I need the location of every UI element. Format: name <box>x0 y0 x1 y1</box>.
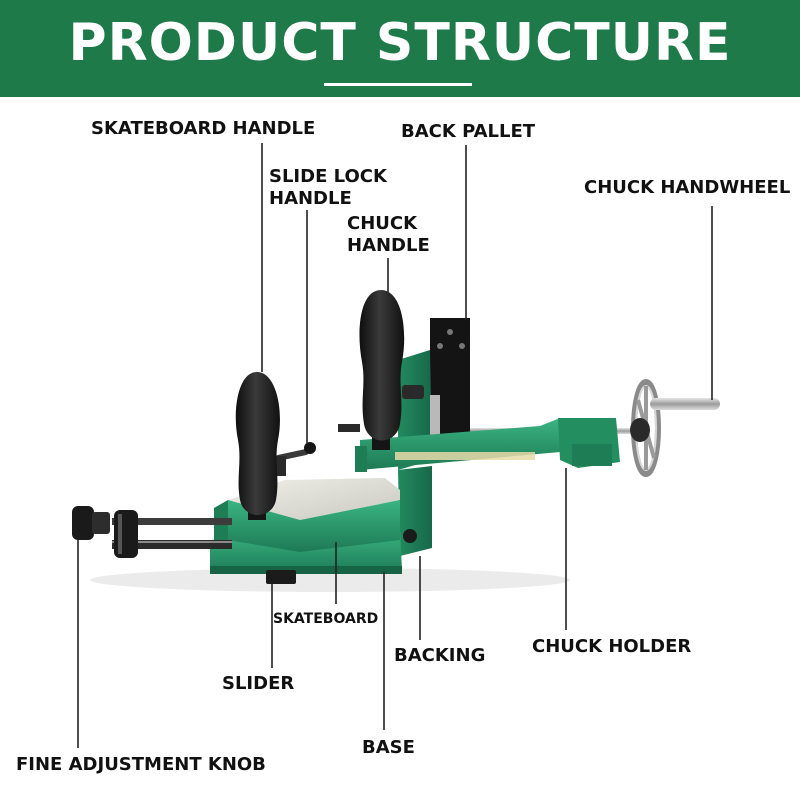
back-pallet-hole-2 <box>437 343 443 349</box>
title-underline <box>324 83 472 86</box>
label-chuck-handle-line1: CHUCK <box>347 213 418 234</box>
leader-lines <box>77 143 713 748</box>
label-chuck-holder: CHUCK HOLDER <box>532 636 692 657</box>
label-slider: SLIDER <box>222 673 295 694</box>
bracket-slot <box>430 395 440 440</box>
label-slide-lock-handle-line2: HANDLE <box>269 188 352 209</box>
slide-lock-ball <box>304 442 316 454</box>
label-skateboard-handle: SKATEBOARD HANDLE <box>91 118 316 139</box>
label-chuck-handwheel: CHUCK HANDWHEEL <box>584 177 791 198</box>
fine-adjust-knob-inner <box>114 510 138 558</box>
skateboard-handle-grip <box>235 372 280 515</box>
chuck-holder-scale <box>395 452 535 460</box>
base-bar-edge <box>210 566 402 574</box>
page-title: PRODUCT STRUCTURE <box>68 13 732 73</box>
guide-rod-lower-shine <box>112 541 232 543</box>
guide-rod-lower <box>112 540 232 549</box>
clamp-pin <box>338 424 360 432</box>
label-slide-lock-handle-line1: SLIDE LOCK <box>269 166 387 187</box>
handwheel-crank <box>650 398 720 410</box>
backing-knob <box>403 529 417 543</box>
slider-block <box>266 570 296 584</box>
fine-adjust-knob-outer <box>72 506 94 540</box>
chuck-handle-grip <box>359 290 405 441</box>
header-banner <box>0 0 800 97</box>
guide-rod-upper <box>112 518 232 525</box>
label-fine-adjustment-knob: FINE ADJUSTMENT KNOB <box>16 754 266 775</box>
handwheel-hub <box>630 418 650 442</box>
skateboard-body <box>228 500 400 552</box>
label-base: BASE <box>362 737 415 758</box>
backing-plate <box>398 466 432 556</box>
chuck-holder-foot <box>572 444 612 466</box>
fine-adjust-knob-shine <box>118 514 122 554</box>
back-pallet-hole-3 <box>459 343 465 349</box>
label-back-pallet: BACK PALLET <box>401 121 536 142</box>
bracket-bolt <box>402 385 424 399</box>
label-chuck-handle-line2: HANDLE <box>347 235 430 256</box>
back-pallet-hole-1 <box>447 329 453 335</box>
label-backing: BACKING <box>394 645 486 666</box>
fine-adjust-knob-collar <box>92 512 110 534</box>
skateboard-clamp <box>355 446 367 472</box>
label-skateboard: SKATEBOARD <box>273 611 379 627</box>
